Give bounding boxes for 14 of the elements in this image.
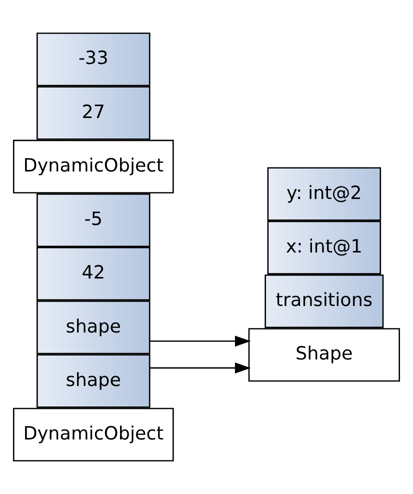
arrow (150, 336, 251, 347)
node-box: DynamicObject (13, 140, 174, 194)
node-box: Shape (248, 328, 400, 382)
node-box: DynamicObject (13, 408, 174, 462)
arrow (150, 362, 251, 374)
node-box: shape (36, 300, 150, 354)
node-box: shape (36, 354, 150, 408)
node-box: x: int@1 (267, 220, 382, 274)
node-box: -33 (36, 32, 150, 86)
node-box: y: int@2 (267, 167, 382, 221)
node-box: transitions (264, 274, 384, 328)
node-box: 27 (36, 86, 150, 140)
node-box: 42 (36, 247, 150, 301)
node-box: -5 (36, 193, 150, 247)
